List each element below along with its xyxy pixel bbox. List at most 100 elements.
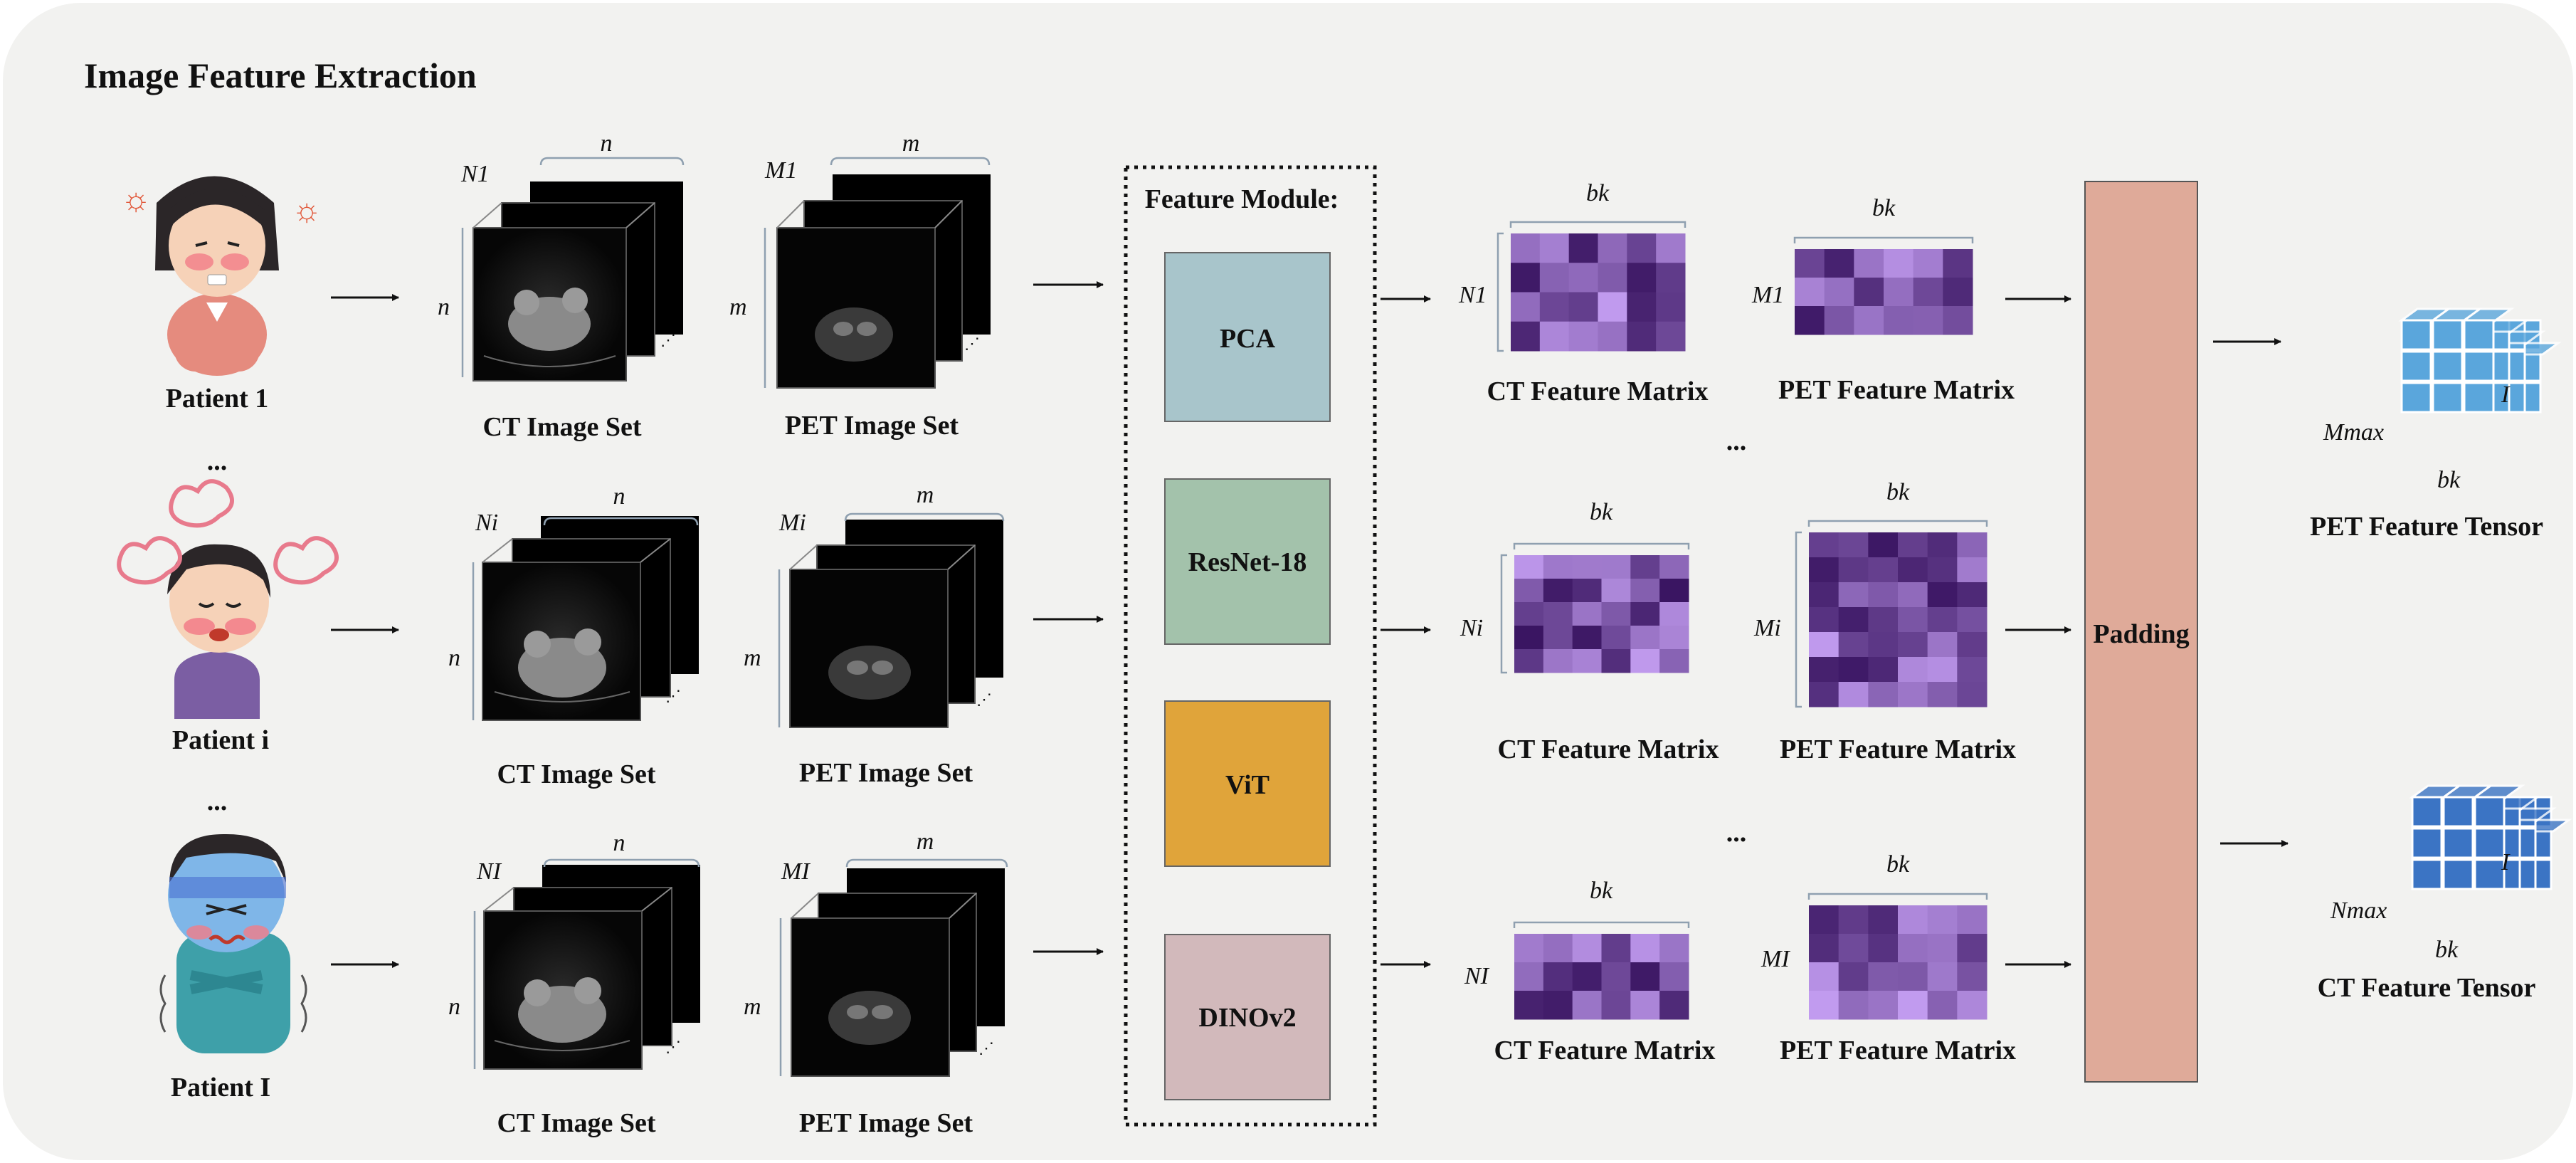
ct-matrix-rows-label: N1 (1458, 282, 1487, 308)
matrix-cell (1543, 579, 1573, 603)
matrix-cell (1913, 278, 1943, 307)
svg-text:bk: bk (1590, 878, 1613, 904)
matrix-cell (1543, 649, 1573, 673)
matrix-cell (1957, 582, 1988, 608)
tensor-cube-face (2442, 827, 2474, 859)
matrix-cell (1868, 557, 1899, 583)
matrix-cell (1868, 934, 1899, 963)
matrix-cell (1568, 321, 1598, 352)
matrix-cell (1511, 263, 1541, 293)
matrix-cell (1824, 306, 1854, 335)
matrix-cell (1838, 657, 1869, 683)
matrix-cell (1543, 602, 1573, 626)
pet-height-label: m (729, 294, 747, 320)
matrix-cell (1568, 263, 1598, 293)
pet-feature-matrix-I (1809, 905, 1988, 1020)
matrix-cell (1898, 532, 1928, 558)
matrix-cell (1627, 292, 1657, 322)
ct-set-label: CT Image Set (482, 412, 641, 442)
matrix-cell (1838, 607, 1869, 633)
svg-text:⋰: ⋰ (665, 1038, 681, 1056)
tensor-cube-face (2432, 381, 2464, 414)
pet-feature-tensor (2398, 307, 2562, 414)
patient-I-label: Patient I (171, 1073, 270, 1103)
matrix-cell (1659, 555, 1689, 579)
svg-text:bk: bk (1586, 180, 1610, 206)
matrix-width-label-4: bk (1886, 479, 1910, 505)
matrix-cell (1627, 233, 1657, 263)
matrix-cell (1656, 292, 1686, 322)
pca-label: PCA (1220, 324, 1276, 354)
ct-matrix-label: CT Feature Matrix (1487, 377, 1709, 406)
pet-matrix-rows-label: Mi (1753, 615, 1781, 641)
pet-width-label: m (917, 482, 934, 508)
matrix-cell (1957, 657, 1988, 683)
matrix-cell (1543, 555, 1573, 579)
matrix-cell (1514, 962, 1544, 991)
matrix-cell (1957, 607, 1988, 633)
tensor-cube-face (2442, 858, 2474, 890)
matrix-cell (1868, 682, 1899, 707)
svg-text:bk: bk (1872, 195, 1896, 221)
matrix-cell (1514, 991, 1544, 1020)
pet-matrix-rows-label: MI (1761, 946, 1790, 972)
svg-text:bk: bk (1886, 851, 1910, 878)
matrix-cell (1630, 579, 1660, 603)
matrix-cell (1601, 991, 1631, 1020)
matrix-cell (1898, 682, 1928, 707)
matrix-cell (1898, 905, 1928, 935)
ellipsis: ... (1726, 818, 1747, 848)
matrix-cell (1572, 934, 1602, 963)
matrix-cell (1809, 582, 1839, 608)
pet-count-label: Mi (778, 510, 806, 536)
matrix-cell (1838, 557, 1869, 583)
matrix-cell (1543, 934, 1573, 963)
matrix-cell (1927, 934, 1958, 963)
matrix-cell (1572, 991, 1602, 1020)
matrix-cell (1884, 306, 1914, 335)
matrix-cell (1927, 532, 1958, 558)
matrix-cell (1913, 249, 1943, 278)
matrix-cell (1659, 626, 1689, 650)
matrix-cell (1868, 607, 1899, 633)
matrix-cell (1514, 934, 1544, 963)
matrix-width-label-2: bk (1872, 195, 1896, 221)
pet-height-label: m (744, 645, 761, 671)
matrix-cell (1824, 278, 1854, 307)
matrix-cell (1838, 632, 1869, 658)
tensor-cube-face (2474, 827, 2506, 859)
tensor-depth-label: Nmax (2330, 898, 2387, 924)
pet-set-label: PET Image Set (799, 1108, 973, 1138)
matrix-cell (1868, 532, 1899, 558)
pet-image-stack-1: ⋰ (764, 157, 991, 389)
matrix-cell (1809, 657, 1839, 683)
matrix-cell (1511, 233, 1541, 263)
matrix-cell (1659, 579, 1689, 603)
matrix-cell (1957, 557, 1988, 583)
svg-text:⋰: ⋰ (665, 687, 681, 705)
matrix-cell (1572, 555, 1602, 579)
matrix-brackets (1496, 221, 1988, 928)
tensor-cube-face (2411, 858, 2443, 890)
matrix-cell (1957, 934, 1988, 963)
ellipsis: ... (207, 786, 228, 816)
tensor-cube-face (2432, 350, 2464, 382)
matrix-cell (1927, 607, 1958, 633)
patient-i-icon (117, 479, 339, 719)
matrix-width-label-6: bk (1886, 851, 1910, 878)
matrix-cell (1868, 962, 1899, 991)
matrix-cell (1601, 555, 1631, 579)
matrix-cell (1913, 306, 1943, 335)
matrix-cell (1601, 579, 1631, 603)
ct-matrix-rows-label: Ni (1459, 615, 1483, 641)
matrix-cell (1568, 292, 1598, 322)
matrix-cell (1838, 934, 1869, 963)
matrix-cell (1539, 321, 1570, 352)
matrix-cell (1659, 934, 1689, 963)
matrix-cell (1601, 934, 1631, 963)
tensor-cube-face (2400, 319, 2432, 351)
tensor-cube-top (2461, 307, 2515, 322)
padding-label: Padding (2093, 619, 2189, 649)
ct-feature-matrix-I (1514, 934, 1689, 1020)
